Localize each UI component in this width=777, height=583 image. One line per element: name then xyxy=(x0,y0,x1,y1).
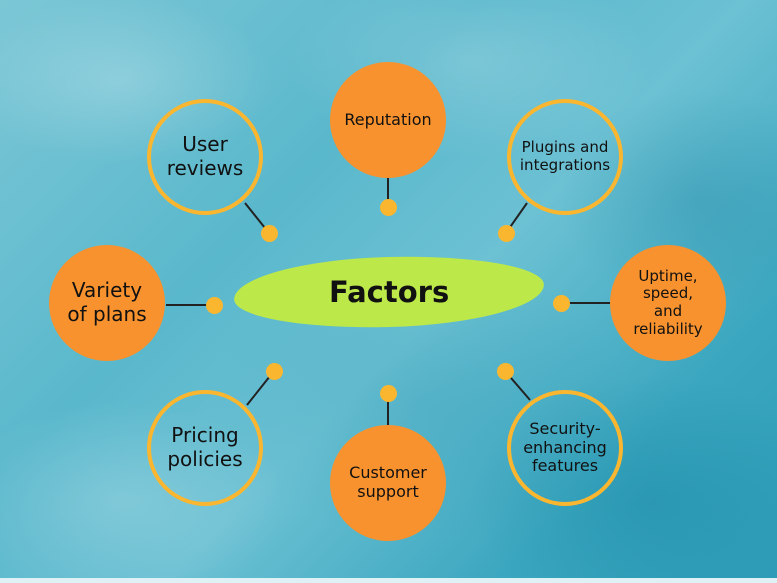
connector-dot-customer-support xyxy=(379,384,397,402)
label-line: support xyxy=(357,482,419,501)
node-label: Pricing policies xyxy=(167,424,242,471)
label-line: Uptime, xyxy=(638,266,698,285)
node-customer-support: Customer support xyxy=(330,425,446,541)
node-label: Variety of plans xyxy=(67,279,146,326)
label-line: reviews xyxy=(166,156,244,180)
label-line: integrations xyxy=(519,156,611,174)
connector-dot-pricing xyxy=(265,362,283,380)
node-label: User reviews xyxy=(167,133,244,180)
label-line: of plans xyxy=(67,302,147,326)
label-line: policies xyxy=(167,447,243,471)
label-line: and xyxy=(653,302,683,320)
label-line: Customer xyxy=(349,463,427,483)
node-label: Plugins and integrations xyxy=(520,139,610,174)
node-label: Reputation xyxy=(344,109,432,130)
label-line: speed, xyxy=(642,284,694,303)
label-line: Plugins and xyxy=(521,138,609,157)
connector-dot-variety xyxy=(205,296,223,314)
connector-dot-uptime xyxy=(552,294,570,312)
connector-dot-user-reviews xyxy=(260,224,278,242)
node-pricing: Pricing policies xyxy=(147,390,263,506)
node-uptime: Uptime, speed, and reliability xyxy=(610,245,726,361)
node-plugins: Plugins and integrations xyxy=(507,99,623,215)
label-line: Reputation xyxy=(344,109,432,129)
label-line: features xyxy=(531,456,599,476)
connector-dot-plugins xyxy=(497,224,515,242)
node-reputation: Reputation xyxy=(330,62,446,178)
label-line: User xyxy=(182,132,228,157)
node-label: Uptime, speed, and reliability xyxy=(633,266,703,339)
label-line: Variety xyxy=(71,278,143,303)
node-label: Security- enhancing features xyxy=(523,418,607,477)
node-variety: Variety of plans xyxy=(49,245,165,361)
node-security: Security- enhancing features xyxy=(507,390,623,506)
node-label: Customer support xyxy=(349,463,427,502)
center-topic-label: Factors xyxy=(328,275,450,310)
connector-dot-reputation xyxy=(379,198,397,216)
node-user-reviews: User reviews xyxy=(147,99,263,215)
label-line: enhancing xyxy=(523,437,607,457)
label-line: Security- xyxy=(529,418,601,438)
connector-dot-security xyxy=(496,362,514,380)
label-line: Pricing xyxy=(171,423,239,448)
label-line: reliability xyxy=(633,319,703,338)
